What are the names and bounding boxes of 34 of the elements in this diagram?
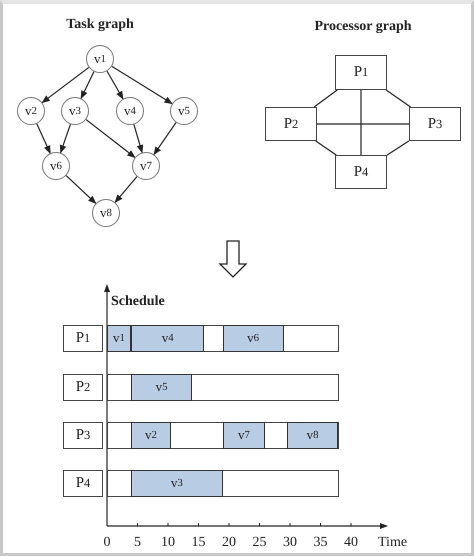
timeline-bar [107,470,339,497]
connector-line [386,90,411,108]
tick-label: 35 [314,535,328,551]
arrow [42,66,90,104]
section-title: Processor graph [314,19,412,35]
arrow [66,175,96,204]
tick-label: 5 [134,535,141,551]
arrow [112,66,173,104]
arrow [60,124,71,154]
arrow [153,122,177,156]
section-title: Task graph [66,17,134,33]
arrow [133,124,144,154]
arrow [86,119,136,158]
tick-label: 0 [104,535,110,551]
connector-line [360,90,362,155]
connector-line [386,140,410,156]
timeline-bar [107,422,339,449]
tick-label: 40 [344,535,358,551]
tick-label: 25 [252,535,266,551]
section-title: Schedule [111,294,165,310]
tick-label: 20 [222,535,236,551]
axis-title: Time [378,535,408,551]
connector-line [317,123,409,125]
tick-label: 10 [161,535,175,551]
timeline-bar [107,325,339,352]
timeline-bar [107,374,339,401]
arrow [36,124,51,154]
connector-line [314,90,338,108]
arrow [106,70,124,100]
tick-label: 15 [192,535,206,551]
connector-line [315,140,337,156]
tick-label: 30 [283,535,297,551]
arrow [114,176,138,203]
arrow [80,71,94,100]
